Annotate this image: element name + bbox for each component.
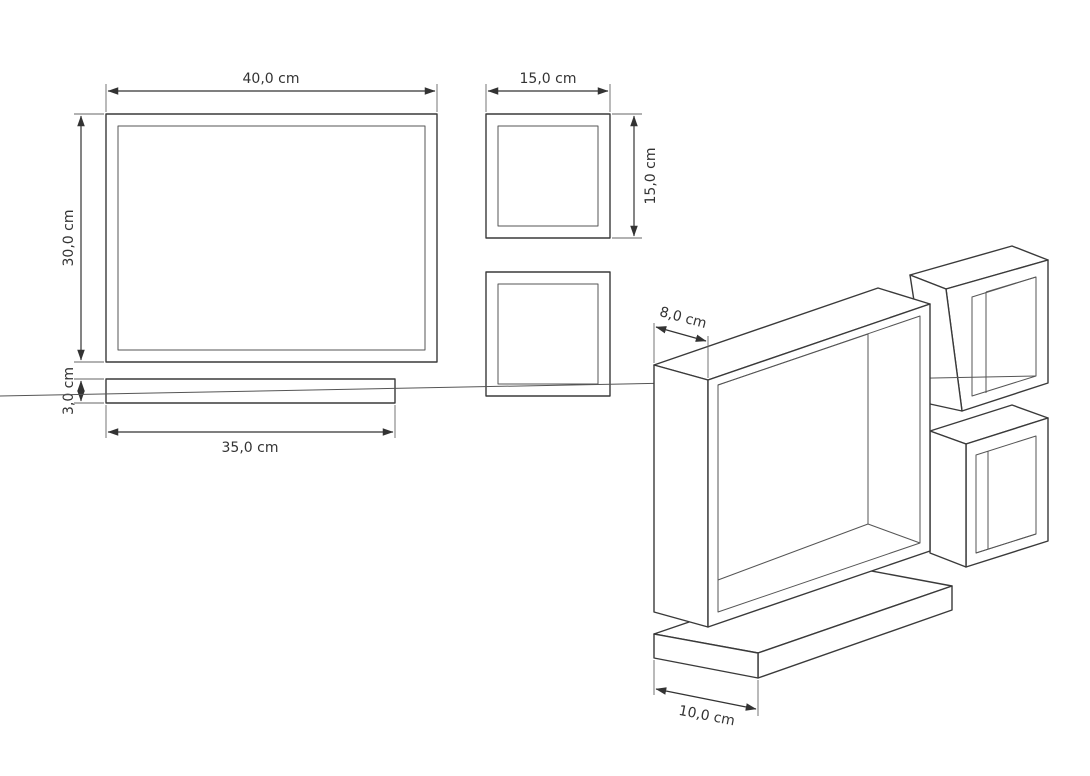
dim-shelf-thickness: 3,0 cm (61, 367, 104, 415)
dim-cube-height: 15,0 cm (612, 113, 659, 239)
shelf-front-view (105, 378, 396, 404)
dim-shelf-length: 35,0 cm (105, 405, 396, 456)
iso-cube-bottom (929, 404, 1049, 568)
cube-top-outer (485, 113, 611, 239)
dim-cube-width: 15,0 cm (485, 71, 611, 112)
label-large-height: 30,0 cm (61, 210, 77, 267)
label-frame-depth: 8,0 cm (658, 304, 709, 332)
label-shelf-length: 35,0 cm (222, 440, 279, 456)
dim-large-width: 40,0 cm (105, 71, 438, 112)
label-large-width: 40,0 cm (243, 71, 300, 87)
iso-large-frame (653, 287, 931, 628)
label-shelf-depth: 10,0 cm (677, 703, 736, 730)
large-frame-front-view (105, 113, 438, 363)
cube-top-front-view (485, 113, 611, 239)
shelf-outline (105, 378, 396, 404)
label-cube-width: 15,0 cm (520, 71, 577, 87)
cube-bottom-front-view (485, 271, 611, 397)
isometric-assembly: 8,0 cm 10,0 cm (0, 245, 1049, 730)
cube-top-inner (497, 125, 599, 227)
dim-large-height: 30,0 cm (61, 113, 104, 363)
cube-bottom-outer (485, 271, 611, 397)
label-cube-height: 15,0 cm (643, 148, 659, 205)
large-frame-outer (105, 113, 438, 363)
large-frame-inner (117, 125, 426, 351)
label-shelf-thickness: 3,0 cm (61, 367, 77, 415)
cube-bottom-inner (497, 283, 599, 385)
